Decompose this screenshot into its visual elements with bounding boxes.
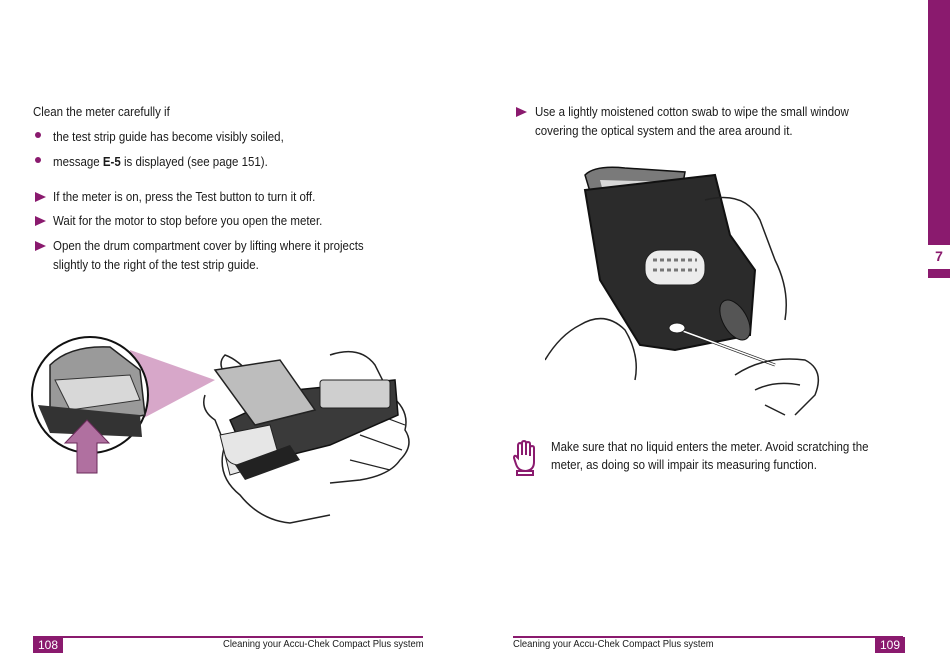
- bullet-arrow-icon: [35, 192, 46, 202]
- note-line-1: Make sure that no liquid enters the mete…: [551, 440, 869, 454]
- bullet-dot-icon: [35, 157, 41, 163]
- step-1: If the meter is on, press the Test butto…: [53, 190, 316, 204]
- caution-hand-icon: [513, 440, 535, 476]
- step-2: Wait for the motor to stop before you op…: [53, 214, 323, 228]
- page-number: 109: [875, 637, 905, 653]
- bullet-item-1: the test strip guide has become visibly …: [53, 130, 284, 144]
- footer-rule: [513, 636, 903, 638]
- step-1-line-1: Use a lightly moistened cotton swab to w…: [535, 105, 849, 119]
- left-page: Clean the meter carefully if the test st…: [31, 105, 424, 653]
- step-3-line-2: slightly to the right of the test strip …: [53, 258, 259, 272]
- step-3-line-1: Open the drum compartment cover by lifti…: [53, 239, 364, 253]
- chapter-tab-number: 7: [935, 248, 943, 264]
- chapter-tab-marker: [928, 269, 950, 278]
- intro-text: Clean the meter carefully if: [33, 105, 170, 119]
- chapter-tab-bar: [928, 0, 950, 245]
- bullet-dot-icon: [35, 132, 41, 138]
- bullet-arrow-icon: [35, 241, 46, 251]
- footer-rule: [33, 636, 423, 638]
- right-page: Use a lightly moistened cotton swab to w…: [475, 0, 950, 670]
- meter-opening-illustration: [31, 336, 410, 524]
- footer-title: Cleaning your Accu-Chek Compact Plus sys…: [513, 638, 714, 650]
- bullet-arrow-icon: [516, 107, 527, 117]
- step-1-line-2: covering the optical system and the area…: [535, 124, 793, 138]
- page-number: 108: [33, 637, 63, 653]
- bullet-item-2: message E-5 is displayed (see page 151).: [53, 155, 268, 169]
- cotton-swab-illustration: [545, 166, 820, 416]
- note-line-2: meter, as doing so will impair its measu…: [551, 458, 817, 472]
- footer-title: Cleaning your Accu-Chek Compact Plus sys…: [223, 638, 424, 650]
- bullet-arrow-icon: [35, 216, 46, 226]
